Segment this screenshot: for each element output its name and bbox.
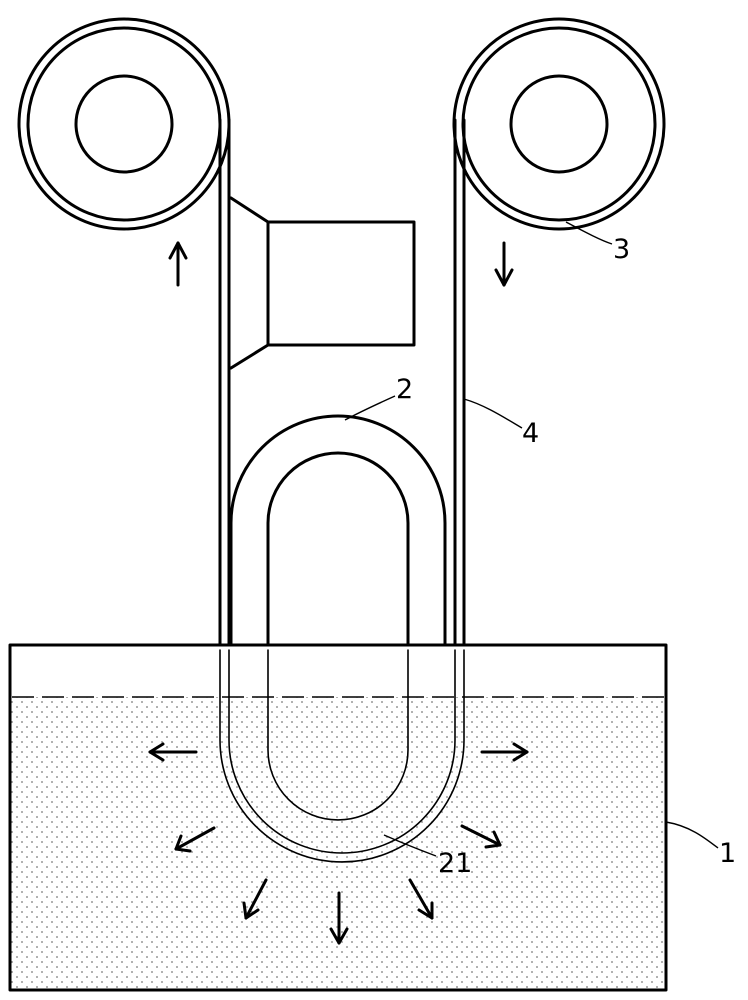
label-heater-bend: 21 — [438, 848, 472, 879]
leader-heater-bend — [383, 834, 437, 857]
label-roller: 3 — [613, 234, 630, 265]
heat-arrow-bottom-icon — [329, 891, 349, 945]
heat-radiation-arrows — [148, 742, 529, 945]
heat-arrow-bottom-right-icon — [408, 878, 434, 920]
liquid-region — [11, 697, 666, 989]
leader-lines — [344, 221, 719, 857]
leader-tank — [665, 821, 719, 849]
nozzle-unit — [229, 196, 416, 370]
label-tank: 1 — [719, 838, 736, 869]
belt-up-arrow-icon — [168, 241, 188, 287]
heat-arrow-lower-right-icon — [460, 824, 502, 849]
left-roller — [17, 17, 231, 231]
heat-arrow-left-icon — [148, 742, 198, 762]
belt-submerged-loop — [219, 649, 465, 863]
heat-arrow-bottom-left-icon — [242, 878, 268, 920]
heater-bend — [267, 649, 409, 821]
leader-heater — [344, 395, 396, 421]
belt-left-strand — [218, 118, 231, 647]
belt-right-strand — [453, 118, 466, 647]
right-roller — [452, 17, 666, 231]
belt-down-arrow-icon — [494, 241, 514, 287]
heater — [229, 414, 447, 821]
label-heater: 2 — [396, 374, 413, 405]
leader-belt — [463, 398, 523, 429]
heat-arrow-right-icon — [480, 742, 529, 762]
heat-arrow-lower-left-icon — [174, 826, 216, 853]
label-belt: 4 — [522, 418, 539, 449]
tank-outline — [8, 643, 668, 992]
leader-roller — [565, 221, 613, 245]
